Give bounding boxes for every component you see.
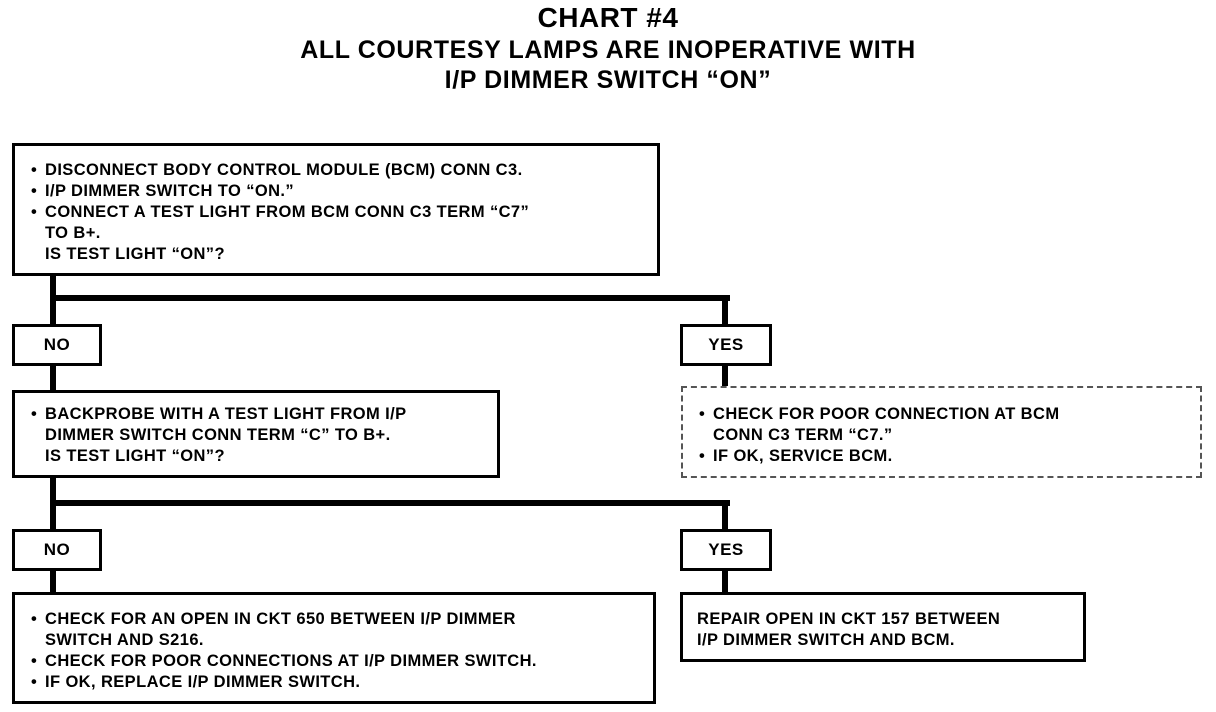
step1-yes-continuation: CONN C3 TERM “C7.” [713,426,893,444]
step1-bullet-1: DISCONNECT BODY CONTROL MODULE (BCM) CON… [29,160,643,181]
connector-yes2-to-box [722,568,728,594]
step1-box: DISCONNECT BODY CONTROL MODULE (BCM) CON… [12,143,660,276]
step2-no-box: CHECK FOR AN OPEN IN CKT 650 BETWEEN I/P… [12,592,656,704]
step2-yes-line-1: REPAIR OPEN IN CKT 157 BETWEEN [697,610,1001,628]
step2-yes-box: REPAIR OPEN IN CKT 157 BETWEEN I/P DIMME… [680,592,1086,662]
connector-branch2-yes-down [722,500,728,529]
step1-yes-bullet-1: CHECK FOR POOR CONNECTION AT BCM [697,404,1186,425]
branch2-no-label: NO [12,529,102,571]
step1-yes-bullet-2: IF OK, SERVICE BCM. [697,446,1186,467]
connector-branch1-yes-down [722,295,728,325]
step2-no-continuation: SWITCH AND S216. [45,631,204,649]
step2-continuation: DIMMER SWITCH CONN TERM “C” TO B+. [45,426,391,444]
step2-no-bullet-2: CHECK FOR POOR CONNECTIONS AT I/P DIMMER… [29,651,639,672]
connector-branch2-horizontal [50,500,730,506]
chart-subtitle-line-2: I/P DIMMER SWITCH “ON” [444,66,772,94]
step2-question: IS TEST LIGHT “ON”? [45,447,225,465]
step2-no-bullet-3: IF OK, REPLACE I/P DIMMER SWITCH. [29,672,639,693]
step1-bullet-2: I/P DIMMER SWITCH TO “ON.” [29,181,643,202]
step2-bullet: BACKPROBE WITH A TEST LIGHT FROM I/P [29,404,483,425]
chart-title: CHART #4 [537,2,679,33]
step1-yes-box: CHECK FOR POOR CONNECTION AT BCM CONN C3… [681,386,1202,478]
step2-yes-line-2: I/P DIMMER SWITCH AND BCM. [697,631,955,649]
connector-branch1-horizontal [50,295,730,301]
step1-continuation: TO B+. [45,224,101,242]
step2-no-bullet-1: CHECK FOR AN OPEN IN CKT 650 BETWEEN I/P… [29,609,639,630]
step1-bullet-3: CONNECT A TEST LIGHT FROM BCM CONN C3 TE… [29,202,643,223]
connector-no1-to-step2 [50,364,56,392]
step2-box: BACKPROBE WITH A TEST LIGHT FROM I/P DIM… [12,390,500,478]
branch1-no-label: NO [12,324,102,366]
connector-no2-to-box [50,568,56,594]
connector-yes1-to-box [722,364,728,386]
branch1-yes-label: YES [680,324,772,366]
step1-question: IS TEST LIGHT “ON”? [45,245,225,263]
branch2-yes-label: YES [680,529,772,571]
chart-subtitle-line-1: ALL COURTESY LAMPS ARE INOPERATIVE WITH [300,36,916,64]
